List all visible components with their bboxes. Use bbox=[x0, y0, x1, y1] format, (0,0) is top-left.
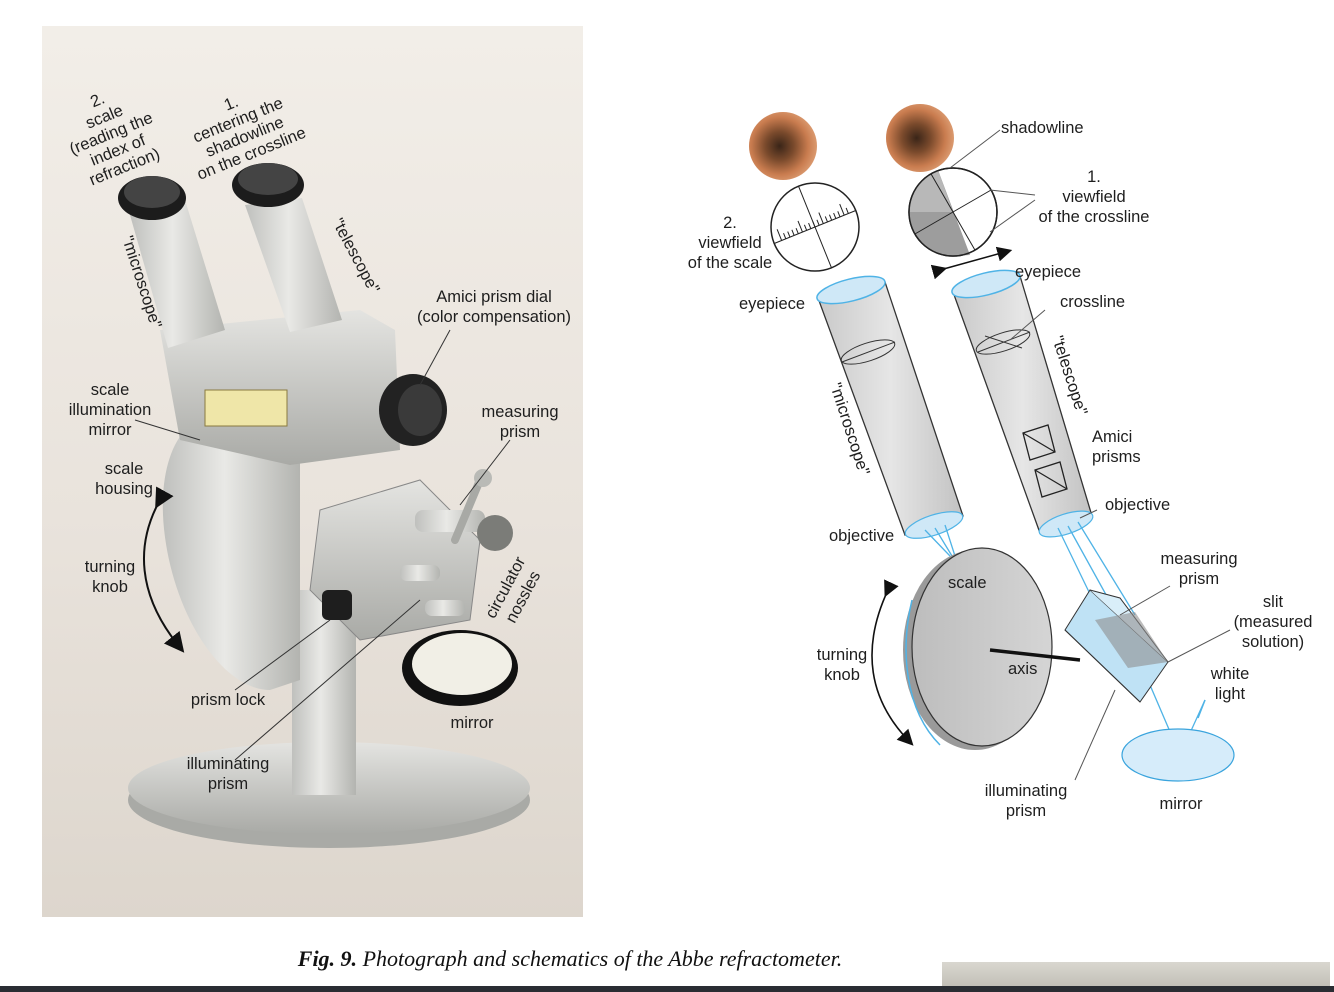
scale-tick bbox=[816, 219, 820, 226]
label-eyepiece-left: eyepiece bbox=[739, 295, 805, 313]
microscope-tube bbox=[816, 275, 964, 539]
scale-tick bbox=[828, 214, 833, 221]
label-objective-right: objective bbox=[1105, 496, 1170, 514]
label-mirror: mirror bbox=[450, 714, 494, 732]
label-prism-lock: prism lock bbox=[191, 691, 266, 709]
telescope-tube bbox=[951, 269, 1094, 538]
label-amici-dial: Amici prism dial bbox=[436, 288, 552, 306]
label-measuring-prism-schematic: measuring bbox=[1160, 550, 1237, 568]
label-text: solution) bbox=[1242, 633, 1304, 651]
label-white-light: white bbox=[1210, 665, 1250, 683]
scale-tick bbox=[818, 212, 824, 224]
label-text: viewfield bbox=[698, 234, 761, 252]
scale-tick bbox=[824, 216, 828, 223]
label-eyepiece-right: eyepiece bbox=[1015, 263, 1081, 281]
bottom-strip bbox=[0, 986, 1334, 992]
label-measuring-prism: measuring bbox=[481, 403, 558, 421]
label-text: viewfield bbox=[1062, 188, 1125, 206]
label-illuminating-prism-schematic: illuminating bbox=[985, 782, 1068, 800]
prism-block bbox=[1064, 589, 1169, 703]
schematic-mirror bbox=[1121, 728, 1235, 782]
label-viewfield-crossline: 1. bbox=[1087, 168, 1101, 186]
label-text: illumination bbox=[69, 401, 152, 419]
scale-disk bbox=[903, 547, 1081, 750]
label-shadowline: shadowline bbox=[1001, 119, 1084, 137]
label-text: of the crossline bbox=[1039, 208, 1150, 226]
label-turning-knob-schematic: turning bbox=[817, 646, 867, 664]
scale-viewfield bbox=[770, 182, 860, 272]
scale-tick bbox=[787, 231, 791, 238]
label-text: knob bbox=[92, 578, 128, 596]
label-text: of the scale bbox=[688, 254, 772, 272]
schematic bbox=[749, 104, 1235, 782]
schematic-labels: shadowline 1. viewfield of the crossline… bbox=[688, 119, 1313, 820]
caption-figure-number: Fig. 9. bbox=[297, 946, 358, 971]
scale-tick bbox=[837, 211, 841, 218]
label-text: housing bbox=[95, 480, 153, 498]
label-text: (measured bbox=[1234, 613, 1313, 631]
label-text: prism bbox=[1006, 802, 1046, 820]
caption-text: Photograph and schematics of the Abbe re… bbox=[357, 946, 843, 971]
label-crossline: crossline bbox=[1060, 293, 1125, 311]
label-objective-left: objective bbox=[829, 527, 894, 545]
label-mirror-schematic: mirror bbox=[1159, 795, 1203, 813]
scale-tick bbox=[783, 233, 787, 239]
label-scale: scale bbox=[948, 574, 987, 592]
scale-tick bbox=[845, 207, 849, 214]
label-text: prisms bbox=[1092, 448, 1141, 466]
scale-tick bbox=[797, 220, 803, 233]
scale-tick bbox=[795, 227, 799, 234]
label-text: knob bbox=[824, 666, 860, 684]
label-viewfield-scale: 2. bbox=[723, 214, 737, 232]
label-text: light bbox=[1215, 685, 1246, 703]
label-scale-housing: scale bbox=[105, 460, 144, 478]
photo-instrument bbox=[118, 163, 530, 848]
scale-tick bbox=[791, 229, 795, 236]
label-illuminating-prism: illuminating bbox=[187, 755, 270, 773]
eye-icon bbox=[886, 104, 954, 172]
label-text: prism bbox=[1179, 570, 1219, 588]
scale-tick bbox=[833, 212, 837, 219]
scale-tick bbox=[776, 229, 783, 241]
label-telescope: "telescope" bbox=[328, 215, 383, 296]
crossline-viewfield bbox=[908, 167, 998, 257]
label-turning-knob: turning bbox=[85, 558, 135, 576]
label-text: (color compensation) bbox=[417, 308, 571, 326]
label-scale-illumination: scale bbox=[91, 381, 130, 399]
scale-tick bbox=[812, 221, 816, 228]
label-amici-prisms: Amici bbox=[1092, 428, 1132, 446]
figure-caption: Fig. 9. Photograph and schematics of the… bbox=[0, 946, 1140, 972]
eye-icon bbox=[749, 112, 817, 180]
label-text: prism bbox=[208, 775, 248, 793]
label-slit: slit bbox=[1263, 593, 1284, 611]
label-text: mirror bbox=[88, 421, 132, 439]
label-scale-reading: 2. bbox=[88, 89, 108, 111]
scale-tick bbox=[808, 222, 812, 229]
scale-tick bbox=[839, 203, 845, 216]
label-text: prism bbox=[500, 423, 540, 441]
label-centering: 1. bbox=[222, 93, 242, 115]
label-axis: axis bbox=[1008, 660, 1037, 678]
scale-tick bbox=[803, 224, 808, 231]
